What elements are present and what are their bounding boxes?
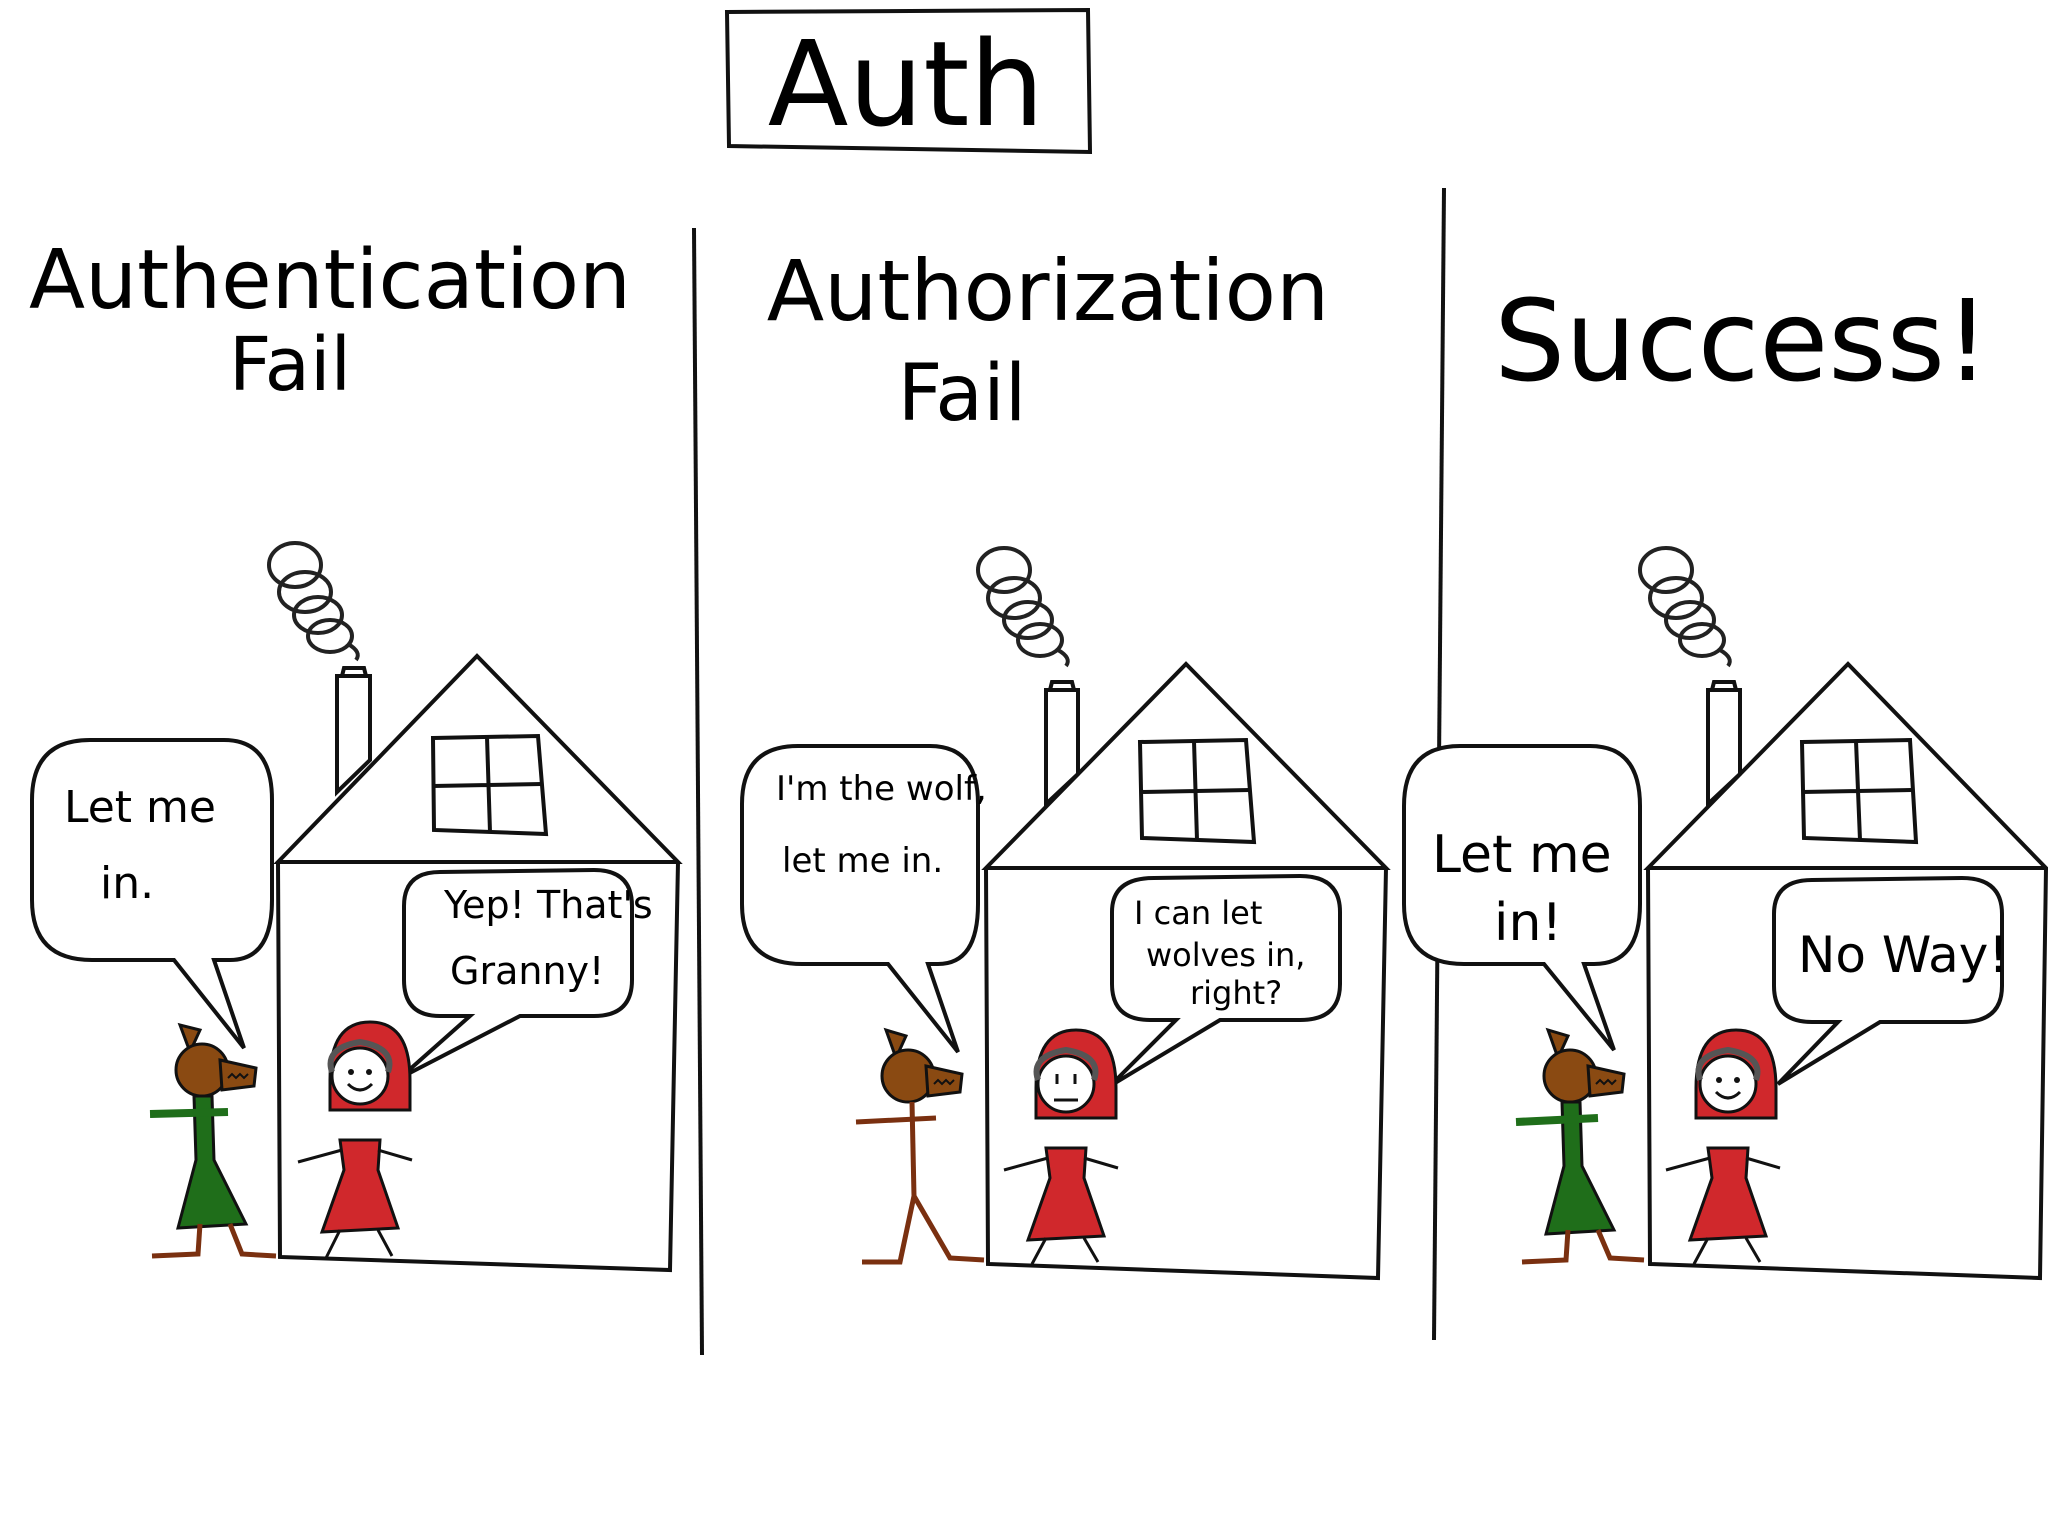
panel-2-heading: Authorization <box>767 242 1330 340</box>
wolf-speech-line-1: Let me <box>64 782 216 833</box>
girl-speech-line-1: No Way! <box>1798 926 2008 984</box>
red-dress <box>319 1138 401 1234</box>
house-wall <box>984 867 1388 1281</box>
panel-1-heading: Authentication <box>29 233 631 328</box>
house <box>1643 661 2048 1281</box>
girl-face <box>1698 1054 1758 1114</box>
title-text: Auth <box>768 15 1045 153</box>
chimney-smoke <box>267 541 360 662</box>
roof <box>981 661 1391 870</box>
green-dress <box>176 1094 249 1230</box>
panel-3-heading: Success! <box>1494 277 1990 407</box>
wolf-arms <box>149 1108 229 1118</box>
girl-speech-bubble: I can let wolves in, right? <box>1108 873 1342 1088</box>
panel-authorization-fail: Authorization Fail I'm the wolf, let me … <box>740 242 1391 1281</box>
girl-speech-bubble: Yep! That's Granny! <box>398 867 653 1080</box>
panel-2-subheading: Fail <box>898 349 1027 439</box>
wolf-legs <box>862 1194 985 1265</box>
red-dress <box>1025 1146 1107 1242</box>
wolf-ear <box>883 1027 909 1062</box>
girl-face <box>1036 1054 1096 1114</box>
wolf-in-granny-dress <box>149 1022 277 1259</box>
wolf-speech-line-1: Let me <box>1432 825 1612 885</box>
wolf-arms <box>1515 1114 1599 1126</box>
wolf-speech-bubble: I'm the wolf, let me in. <box>740 744 987 1054</box>
wolf-body <box>909 1101 917 1197</box>
title-frame <box>724 7 1093 155</box>
chimney <box>1706 688 1742 809</box>
wolf-speech-line-2: in. <box>100 858 154 909</box>
girl-speech-line-3: right? <box>1190 974 1282 1012</box>
wolf-in-granny-dress <box>1515 1027 1645 1265</box>
chimney-smoke <box>1638 546 1732 668</box>
panel-success: Success! Let me in! No Way! <box>1402 277 2048 1281</box>
wolf-arms <box>855 1115 937 1125</box>
wolf-ear <box>177 1022 203 1056</box>
house-wall <box>276 861 680 1273</box>
house <box>981 661 1391 1281</box>
wolf <box>855 1027 985 1265</box>
girl-face <box>330 1046 390 1106</box>
panel-1-subheading: Fail <box>229 322 351 408</box>
red-dress <box>1687 1146 1769 1242</box>
window <box>1137 737 1257 845</box>
house-wall <box>1646 867 2048 1281</box>
girl-speech-line-2: Granny! <box>450 949 604 993</box>
red-riding-hood <box>1003 1028 1119 1265</box>
wolf-legs <box>1521 1229 1645 1265</box>
panel-divider-1 <box>692 227 704 1356</box>
window <box>430 733 549 837</box>
wolf-legs <box>151 1223 277 1259</box>
wolf-speech-bubble: Let me in. <box>30 738 274 1050</box>
roof <box>1643 661 2048 870</box>
house <box>273 653 683 1273</box>
girl-speech-line-2: wolves in, <box>1146 936 1305 974</box>
smile <box>346 1082 374 1092</box>
red-riding-hood <box>297 1020 413 1259</box>
chimney <box>335 674 372 797</box>
girl-speech-line-1: Yep! That's <box>443 883 653 927</box>
wolf-speech-line-1: I'm the wolf, <box>776 769 987 809</box>
wolf-speech-bubble: Let me in! <box>1402 744 1642 1052</box>
chimney-smoke <box>976 546 1070 668</box>
title-box: Auth <box>724 7 1093 155</box>
green-dress <box>1544 1100 1617 1236</box>
wolf-ear <box>1545 1027 1571 1062</box>
window <box>1799 737 1919 845</box>
girl-speech-line-1: I can let <box>1134 894 1262 932</box>
wolf-speech-line-2: in! <box>1494 893 1562 953</box>
panel-authentication-fail: Authentication Fail Let me in. <box>29 233 683 1273</box>
smile <box>1714 1090 1742 1100</box>
red-riding-hood <box>1665 1028 1781 1265</box>
wolf-speech-line-2: let me in. <box>782 841 943 881</box>
roof <box>273 653 683 864</box>
girl-speech-bubble: No Way! <box>1772 875 2008 1086</box>
chimney <box>1044 688 1080 809</box>
